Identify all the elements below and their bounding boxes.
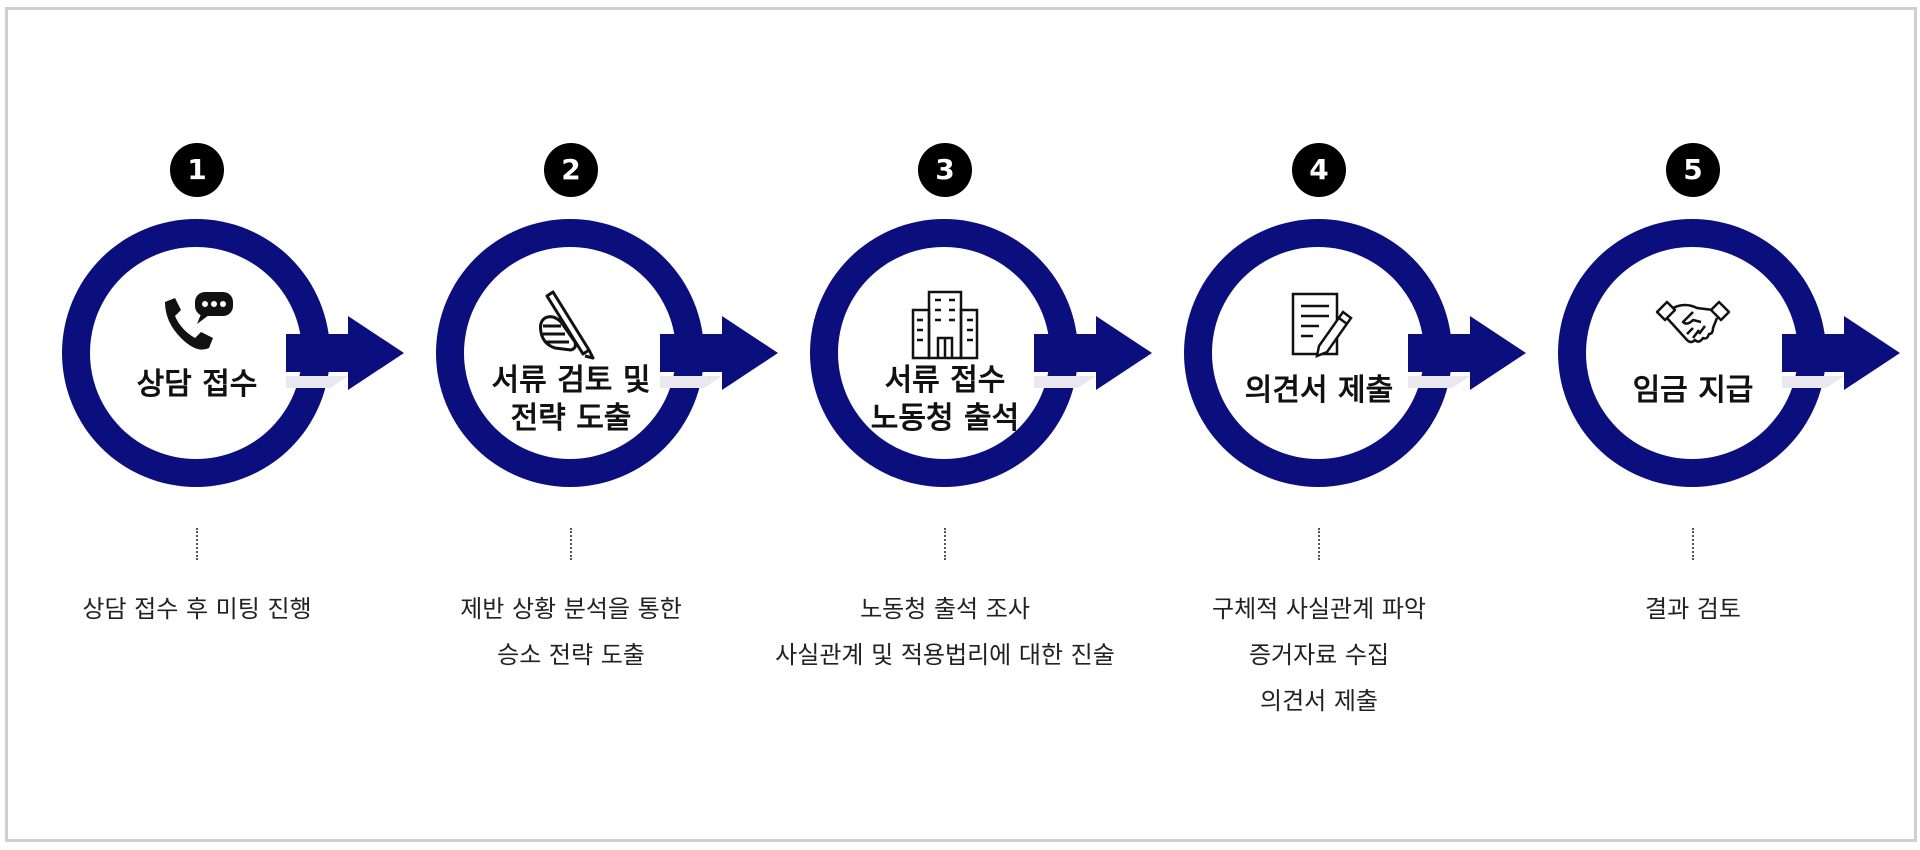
step-ring — [1542, 198, 1914, 518]
step-number-badge: 1 — [170, 143, 224, 197]
step-description: 노동청 출석 조사 사실관계 및 적용법리에 대한 진술 — [738, 586, 1152, 678]
dotted-connector — [570, 528, 572, 560]
step-desc-line: 상담 접수 후 미팅 진행 — [82, 595, 312, 623]
step-desc-line: 증거자료 수집 — [1248, 641, 1390, 669]
step-title: 임금 지급 — [1593, 372, 1793, 410]
hand-pen-icon — [531, 288, 611, 360]
building-icon — [905, 288, 985, 360]
step-title-line: 노동청 출석 — [870, 401, 1020, 436]
step-1: 1 상담 접수 상담 접수 후 미팅 진행 — [10, 0, 404, 850]
step-2: 2 서류 검토 및 전략 도출 제반 상황 분석을 통한 승소 전략 도출 — [384, 0, 778, 850]
step-desc-line: 의견서 제출 — [1259, 687, 1379, 715]
step-title-line: 전략 도출 — [510, 401, 632, 436]
step-title-line: 서류 검토 및 — [491, 363, 651, 398]
step-5: 5 임금 지급 결과 검토 — [1506, 0, 1900, 850]
step-description: 구체적 사실관계 파악 증거자료 수집 의견서 제출 — [1112, 586, 1526, 724]
step-desc-line: 노동청 출석 조사 — [860, 595, 1030, 623]
step-desc-line: 결과 검토 — [1645, 595, 1741, 623]
step-title: 의견서 제출 — [1219, 372, 1419, 410]
dotted-connector — [944, 528, 946, 560]
step-title-line: 서류 접수 — [884, 363, 1006, 398]
step-ring — [46, 198, 418, 518]
step-number-badge: 4 — [1292, 143, 1346, 197]
step-title: 상담 접수 — [97, 366, 297, 404]
step-desc-line: 제반 상황 분석을 통한 — [460, 595, 682, 623]
step-desc-line: 사실관계 및 적용법리에 대한 진술 — [775, 641, 1115, 669]
step-description: 제반 상황 분석을 통한 승소 전략 도출 — [364, 586, 778, 678]
step-desc-line: 승소 전략 도출 — [497, 641, 645, 669]
handshake-icon — [1653, 288, 1733, 360]
dotted-connector — [1318, 528, 1320, 560]
step-description: 결과 검토 — [1486, 586, 1900, 632]
step-title: 서류 검토 및 전략 도출 — [471, 362, 671, 438]
document-pen-icon — [1279, 288, 1359, 360]
step-4: 4 의견서 제출 구체적 사실관계 파악 증거자료 수집 의견서 제출 — [1132, 0, 1526, 850]
step-title-line: 임금 지급 — [1632, 373, 1754, 408]
step-title-line: 의견서 제출 — [1244, 373, 1394, 408]
step-ring — [420, 198, 792, 518]
step-title: 서류 접수 노동청 출석 — [845, 362, 1045, 438]
step-3: 3 서류 접수 노동청 출석 노동청 출석 조사 사실관계 및 적용법리에 대한… — [758, 0, 1152, 850]
step-title-line: 상담 접수 — [136, 367, 258, 402]
dotted-connector — [196, 528, 198, 560]
step-description: 상담 접수 후 미팅 진행 — [0, 586, 404, 632]
step-number-badge: 2 — [544, 143, 598, 197]
step-number-badge: 5 — [1666, 143, 1720, 197]
step-number-badge: 3 — [918, 143, 972, 197]
dotted-connector — [1692, 528, 1694, 560]
phone-chat-icon — [157, 288, 237, 360]
step-desc-line: 구체적 사실관계 파악 — [1212, 595, 1426, 623]
